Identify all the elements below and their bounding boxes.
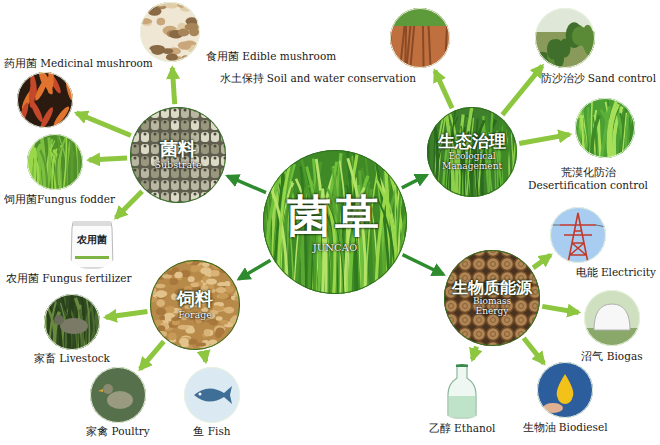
node-label: 水土保持 Soil and water conservation <box>220 72 416 85</box>
image-circle: 鱼 Fish <box>184 367 240 423</box>
node-illustration <box>535 8 595 68</box>
hub-circle: 饲料Forage <box>150 260 240 350</box>
arrow-connector <box>502 66 542 115</box>
hub-subtitle: Substrate <box>154 160 201 170</box>
image-circle: 家畜 Livestock <box>44 294 100 350</box>
hub-circle: 生态治理Ecological Management <box>427 107 517 197</box>
node-illustration <box>17 72 73 128</box>
node-illustration <box>537 362 593 418</box>
node-illustration <box>184 367 240 423</box>
node-label: 乙醇 Ethanol <box>429 422 496 435</box>
hub-subtitle: JUNCAO <box>313 242 357 253</box>
image-circle: 家禽 Poultry <box>90 367 146 423</box>
arrow-connector <box>204 352 206 361</box>
node-label: 电能 Electricity <box>576 266 656 279</box>
hub-subtitle: Ecological Management <box>437 152 507 172</box>
hub-title: 生物质能源 <box>452 279 532 297</box>
arrow-connector <box>76 113 130 136</box>
arrow-connector <box>89 158 127 160</box>
arrow-connector <box>519 134 569 143</box>
node-label: 饲用菌Fungus fodder <box>4 193 115 206</box>
arrow-connector <box>402 175 427 188</box>
node-illustration <box>27 134 83 190</box>
image-circle: 荒漠化防治 Desertification control <box>575 98 635 158</box>
arrow-connector <box>533 255 550 268</box>
image-circle: 饲用菌Fungus fodder <box>27 134 83 190</box>
node-illustration <box>90 367 146 423</box>
node-label: 鱼 Fish <box>193 425 230 438</box>
node-label: 生物油 Biodiesel <box>523 421 608 434</box>
hub-circle: 菌料Substrate <box>130 107 226 203</box>
image-circle: 生物油 Biodiesel <box>537 362 593 418</box>
arrow-connector <box>403 255 444 275</box>
node-label: 家禽 Poultry <box>86 425 150 438</box>
package-text: 农用菌 <box>77 234 107 245</box>
node-label: 家畜 Livestock <box>34 352 110 365</box>
image-circle: 电能 Electricity <box>550 207 606 263</box>
hub-subtitle: Biomass Energy <box>462 297 522 317</box>
node-illustration <box>550 207 606 263</box>
node-illustration <box>390 8 450 68</box>
node-label: 防沙治沙 Sand control <box>541 72 657 85</box>
node-label: 药用菌 Medicinal mushroom <box>4 57 153 70</box>
arrow-connector <box>228 176 266 192</box>
hub-subtitle: Forage <box>178 310 212 320</box>
image-circle: 乙醇 Ethanol <box>434 364 490 420</box>
image-circle: 防沙治沙 Sand control <box>535 8 595 68</box>
center-circle: 菌草JUNCAO <box>263 150 407 294</box>
image-circle: 食用菌 Edible mushroom <box>140 2 200 62</box>
node-label: 食用菌 Edible mushroom <box>206 50 336 63</box>
node-illustration <box>434 364 490 420</box>
hub-title: 饲料 <box>177 289 213 310</box>
node-illustration <box>44 294 100 350</box>
node-label: 荒漠化防治 Desertification control <box>520 166 656 191</box>
hub-title: 生态治理 <box>438 132 506 152</box>
arrow-connector <box>106 312 148 318</box>
node-illustration <box>140 2 200 62</box>
arrow-connector <box>172 68 174 104</box>
image-circle: 药用菌 Medicinal mushroom <box>17 72 73 128</box>
arrow-connector <box>116 191 142 218</box>
image-circle: 沼气 Biogas <box>584 290 640 346</box>
arrow-connector <box>542 306 578 312</box>
hub-title: 菌草 <box>287 191 383 242</box>
arrow-connector <box>524 338 544 363</box>
node-label: 沼气 Biogas <box>581 350 642 363</box>
node-illustration <box>584 290 640 346</box>
hub-title: 菌料 <box>160 139 196 160</box>
arrow-connector <box>140 341 164 369</box>
node-illustration <box>575 98 635 158</box>
arrow-connector <box>239 260 271 279</box>
node-label: 农用菌 Fungus fertilizer <box>6 272 132 285</box>
image-circle: 水土保持 Soil and water conservation <box>390 8 450 68</box>
arrow-connector <box>435 71 452 109</box>
hub-circle: 生物质能源Biomass Energy <box>444 250 540 346</box>
arrow-connector <box>472 347 476 360</box>
